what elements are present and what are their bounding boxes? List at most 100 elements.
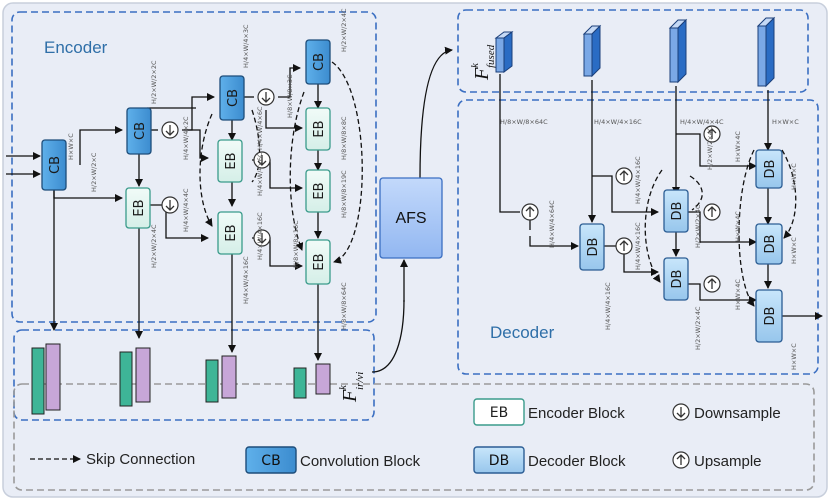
db-block: DB xyxy=(579,223,605,271)
downsample-icon xyxy=(161,196,179,214)
fused-feature-prism xyxy=(582,24,602,78)
encoder-feature-stack xyxy=(119,347,151,407)
svg-text:H/8×W/8×64C: H/8×W/8×64C xyxy=(500,118,548,126)
upsample-icon xyxy=(672,451,690,469)
svg-text:H×W×C: H×W×C xyxy=(67,133,75,160)
encoder-feature-stack xyxy=(205,355,237,403)
svg-text:H×W×4C: H×W×4C xyxy=(734,279,742,310)
svg-text:DB: DB xyxy=(586,238,601,257)
legend-eb: EB Encoder Block xyxy=(473,398,625,426)
downsample-icon xyxy=(161,121,179,139)
svg-text:Convolution Block: Convolution Block xyxy=(300,453,421,470)
svg-text:AFS: AFS xyxy=(395,210,426,227)
db-block: DB xyxy=(755,149,783,189)
svg-text:Downsample: Downsample xyxy=(694,405,781,422)
svg-text:Upsample: Upsample xyxy=(694,453,762,470)
db-block: DB xyxy=(755,223,783,265)
eb-block: EB xyxy=(305,239,331,285)
svg-text:Decoder Block: Decoder Block xyxy=(528,453,626,470)
cb-block: CB xyxy=(219,75,245,121)
svg-text:H/4×W/4×16C: H/4×W/4×16C xyxy=(634,156,642,204)
cb-block: CB xyxy=(41,139,67,191)
svg-text:ir/vi: ir/vi xyxy=(354,372,366,390)
db-block: DB xyxy=(663,189,689,233)
svg-text:EB: EB xyxy=(490,405,508,421)
svg-text:CB: CB xyxy=(48,156,63,174)
svg-text:H×W×C: H×W×C xyxy=(790,163,798,190)
decoder-arrows xyxy=(499,74,823,320)
svg-text:k: k xyxy=(337,384,349,390)
svg-text:H/4×W/4×4C: H/4×W/4×4C xyxy=(680,118,724,126)
svg-text:H×W×C: H×W×C xyxy=(790,237,798,264)
db-block: DB xyxy=(755,289,783,343)
afs-to-fused-arrow xyxy=(419,46,453,179)
fused-feature-prism xyxy=(756,16,776,88)
encoder-downsample-ops xyxy=(161,88,275,247)
svg-text:H/4×W/4×16C: H/4×W/4×16C xyxy=(634,222,642,270)
svg-text:EB: EB xyxy=(224,224,239,241)
upsample-icon xyxy=(703,203,721,221)
eb-block: EB xyxy=(125,187,151,229)
svg-text:H×W×C: H×W×C xyxy=(790,343,798,370)
downsample-icon xyxy=(257,88,275,106)
svg-text:CB: CB xyxy=(226,89,241,107)
svg-text:H/2×W/2×C: H/2×W/2×C xyxy=(90,152,98,192)
svg-text:H/4×W/4×2C: H/4×W/4×2C xyxy=(182,116,190,160)
upsample-icon xyxy=(615,167,633,185)
svg-text:H/8×W/8×3C: H/8×W/8×3C xyxy=(286,74,294,118)
svg-text:H/8×W/8×8C: H/8×W/8×8C xyxy=(340,116,348,160)
encoder-feature-label: F k ir/vi xyxy=(337,372,366,403)
svg-text:EB: EB xyxy=(132,199,147,216)
legend: EB Encoder Block Downsample Skip Connect… xyxy=(30,398,781,474)
encoder-panel xyxy=(11,11,377,323)
svg-text:H/2×W/2×4C: H/2×W/2×4C xyxy=(150,224,158,268)
decoder-skip-connections xyxy=(644,149,797,307)
svg-text:H/2×W/2×2C: H/2×W/2×2C xyxy=(150,60,158,104)
svg-text:H/4×W/4×16C: H/4×W/4×16C xyxy=(604,282,612,330)
svg-text:H/8×W/8×16C: H/8×W/8×16C xyxy=(292,220,300,268)
svg-text:H/4×W/4×6C: H/4×W/4×6C xyxy=(256,152,264,196)
svg-text:H/8×W/8×64C: H/8×W/8×64C xyxy=(340,282,348,330)
svg-text:fused: fused xyxy=(485,44,497,68)
svg-text:H/4×W/4×64C: H/4×W/4×64C xyxy=(548,200,556,248)
svg-text:H/8×W/8×19C: H/8×W/8×19C xyxy=(340,170,348,218)
encoder-dim-labels: H×W×C H/2×W/2×C H/2×W/2×2C H/2×W/2×4C H/… xyxy=(67,8,348,330)
svg-text:EB: EB xyxy=(312,182,327,199)
svg-text:H/4×W/4×16C: H/4×W/4×16C xyxy=(242,256,250,304)
eb-block: EB xyxy=(217,211,243,255)
upsample-icon xyxy=(521,203,539,221)
svg-text:H/2×W/2×4C: H/2×W/2×4C xyxy=(706,126,714,170)
downsample-icon xyxy=(672,403,690,421)
legend-db: DB Decoder Block xyxy=(473,446,626,474)
downsample-icon xyxy=(253,229,271,247)
svg-text:CB: CB xyxy=(133,122,148,140)
fused-feature-panel xyxy=(457,9,809,93)
eb-block: EB xyxy=(217,139,243,183)
decoder-upsample-ops xyxy=(521,125,721,293)
svg-text:EB: EB xyxy=(224,152,239,169)
encoder-to-afs-arrow xyxy=(371,299,405,373)
svg-text:DB: DB xyxy=(670,202,685,221)
svg-text:H/4×W/4×6C: H/4×W/4×6C xyxy=(256,106,264,150)
encoder-feature-panel xyxy=(13,329,375,421)
svg-text:CB: CB xyxy=(312,53,327,71)
svg-text:DB: DB xyxy=(763,307,778,326)
svg-text:H/4×W/4×3C: H/4×W/4×3C xyxy=(242,24,250,68)
fused-feature-label: F k fused xyxy=(469,44,497,81)
svg-text:EB: EB xyxy=(312,120,327,137)
legend-downsample: Downsample xyxy=(672,403,781,422)
cb-block: CB xyxy=(305,39,331,85)
svg-text:F: F xyxy=(339,389,361,403)
svg-text:H/2×W/2×4C: H/2×W/2×4C xyxy=(694,204,702,248)
decoder-dim-labels: H/8×W/8×64C H/4×W/4×16C H/4×W/4×4C H×W×C… xyxy=(500,118,799,370)
encoder-feature-stack xyxy=(293,363,331,399)
fused-feature-prism xyxy=(668,18,688,84)
svg-text:H/4×W/4×16C: H/4×W/4×16C xyxy=(256,212,264,260)
db-block: DB xyxy=(663,257,689,301)
decoder-title: Decoder xyxy=(490,323,555,342)
upsample-icon xyxy=(703,275,721,293)
legend-cb: CB Convolution Block xyxy=(245,446,421,474)
upsample-icon xyxy=(703,125,721,143)
afs-block: AFS xyxy=(379,177,443,259)
